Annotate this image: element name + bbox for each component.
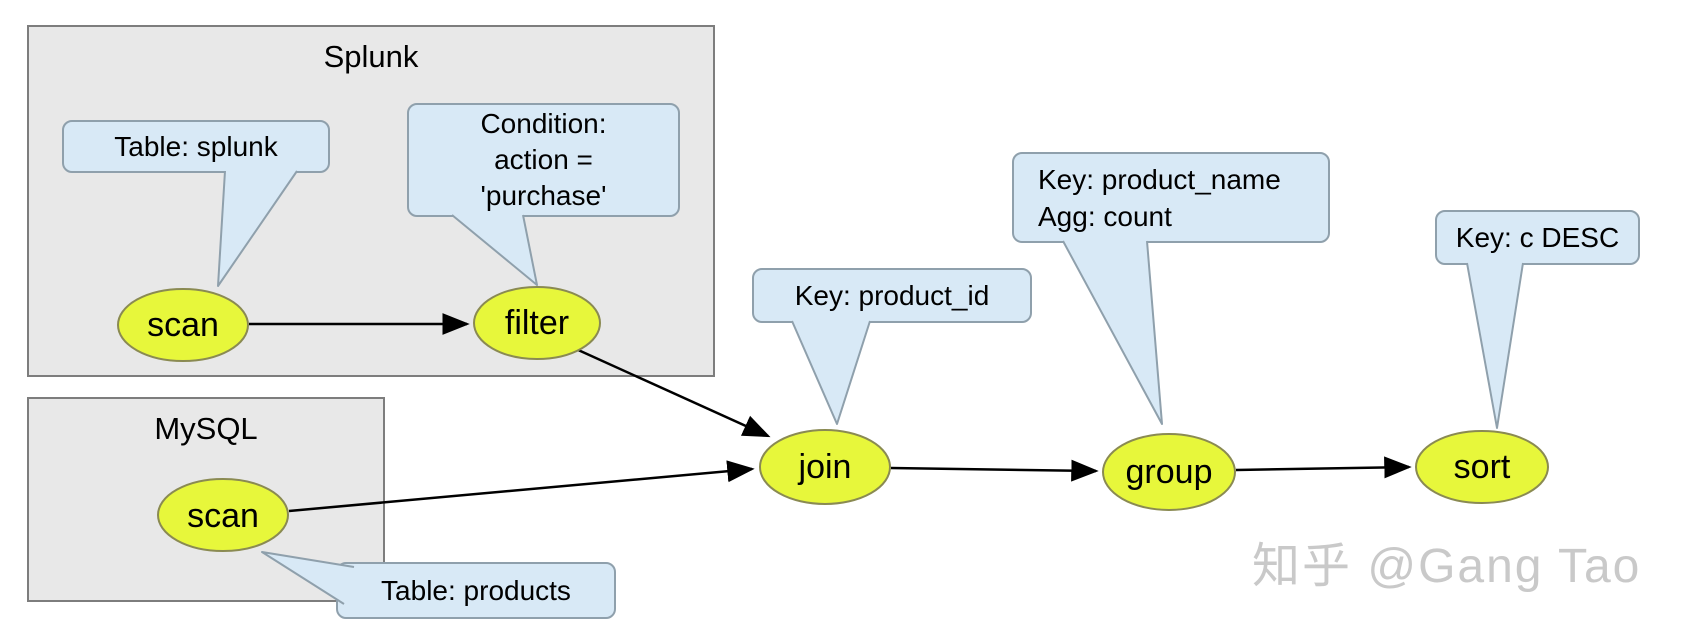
callout-filter-condition-line1: Condition: xyxy=(480,108,607,139)
callout-table-products-text: Table: products xyxy=(381,574,571,606)
mysql-container-title: MySQL xyxy=(154,411,258,446)
node-join: join xyxy=(759,429,891,505)
node-sort-label: sort xyxy=(1454,448,1511,486)
callout-filter-condition-line2: action = xyxy=(494,144,593,175)
callout-join-key: Key: product_id xyxy=(752,268,1032,323)
node-group: group xyxy=(1102,433,1236,511)
callout-tail-join-key xyxy=(791,320,871,425)
node-join-ellipse xyxy=(759,429,891,505)
node-sort-ellipse xyxy=(1415,430,1549,504)
callout-tail-group-key xyxy=(1062,240,1163,425)
edge-group-to-sort xyxy=(1235,456,1412,479)
callout-tail-sort-key xyxy=(1466,262,1524,429)
splunk-container-title: Splunk xyxy=(323,39,419,74)
node-join-label: join xyxy=(798,448,852,486)
watermark: 知乎 @Gang Tao xyxy=(1252,540,1642,593)
callout-table-splunk-text: Table: splunk xyxy=(114,130,278,162)
callout-sort-key-text: Key: c DESC xyxy=(1455,221,1620,253)
callout-group-key: Key: product_name Agg: count xyxy=(1012,152,1330,243)
callout-filter-condition: Condition: action = 'purchase' xyxy=(407,103,680,217)
callout-table-splunk: Table: splunk xyxy=(62,120,330,173)
node-sort: sort xyxy=(1415,430,1549,504)
callout-filter-condition-line3: 'purchase' xyxy=(480,180,607,211)
mysql-container-box: MySQL xyxy=(27,397,385,602)
callout-sort-key: Key: c DESC xyxy=(1435,210,1640,265)
edge-join-to-group xyxy=(890,459,1099,482)
node-group-ellipse xyxy=(1102,433,1236,511)
callout-join-key-text: Key: product_id xyxy=(794,279,990,311)
callout-group-key-line1: Key: product_name xyxy=(1038,163,1281,195)
callout-group-key-line2: Agg: count xyxy=(1038,200,1172,232)
node-group-label: group xyxy=(1126,453,1213,491)
callout-table-products: Table: products xyxy=(336,562,616,619)
